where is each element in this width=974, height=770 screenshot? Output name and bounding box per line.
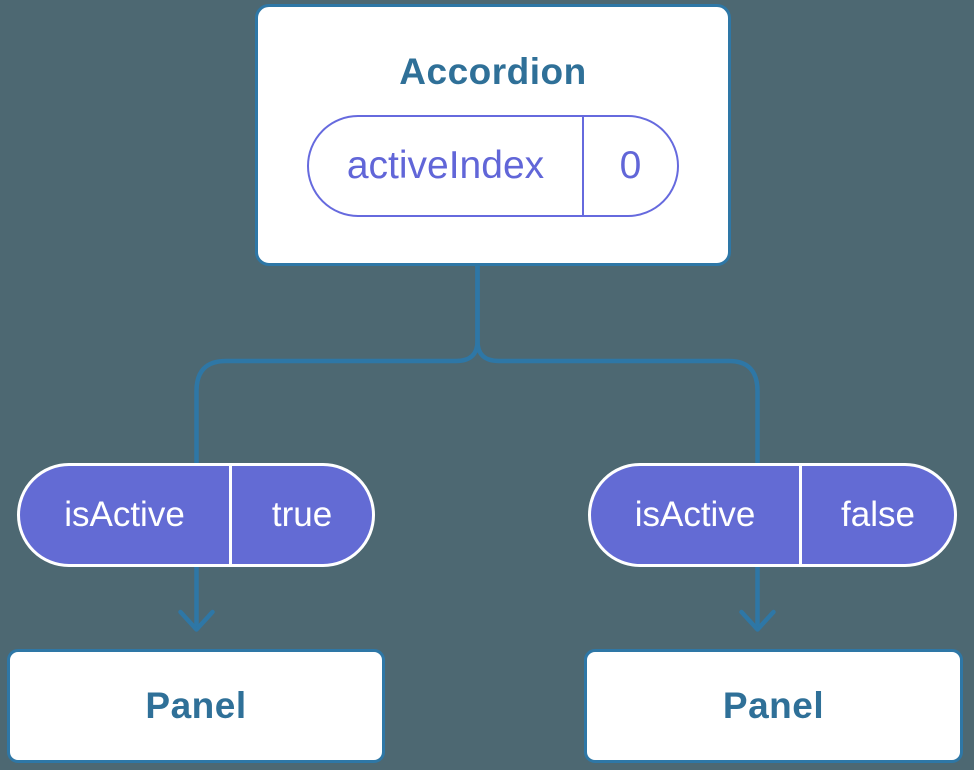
down-arrow-icon [739,609,776,632]
connector-branch-right [475,263,760,626]
down-arrow-icon [178,609,215,632]
prop-value: true [271,495,333,534]
prop-pill-left: isActive true [17,463,375,567]
prop-name: isActive [591,466,802,564]
component-title: Accordion [399,51,587,92]
prop-pill-right: isActive false [588,463,957,567]
state-pill: activeIndex 0 [307,115,679,217]
prop-value: false [841,495,915,534]
accordion-component-card: Accordion activeIndex 0 [255,4,731,266]
connector-branch-left [194,263,480,626]
state-value: 0 [619,144,642,187]
prop-name: isActive [20,466,232,564]
state-name: activeIndex [309,117,584,215]
panel-component-card-right: Panel [584,649,963,763]
panel-component-card-left: Panel [7,649,385,763]
